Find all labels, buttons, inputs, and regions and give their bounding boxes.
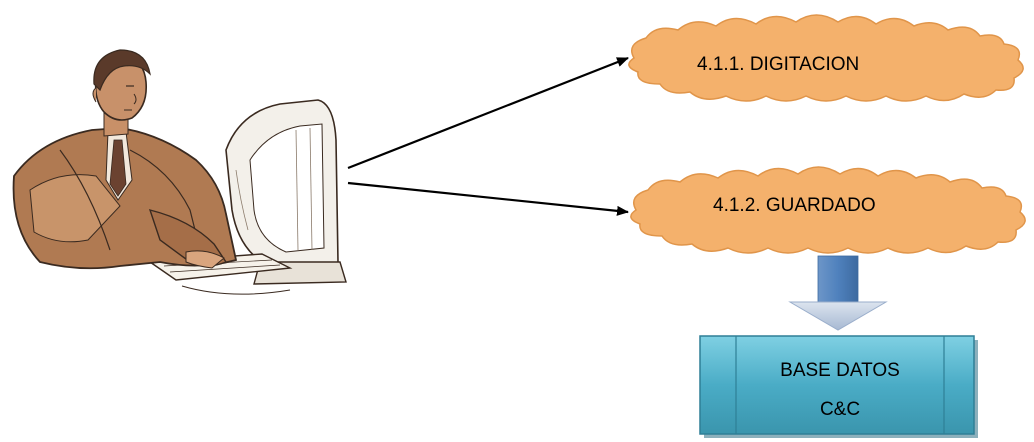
database-box: BASE DATOS C&C [699,335,978,438]
person-at-computer-icon [12,49,347,295]
database-label-line2: C&C [820,399,860,420]
down-arrow-icon [788,255,888,331]
cloud-digitacion: 4.1.1. DIGITACION [628,14,1024,102]
cloud-digitacion-label: 4.1.1. DIGITACION [697,54,859,75]
arrow-to-guardado [347,181,629,216]
database-label-line1: BASE DATOS [780,360,900,381]
cloud-guardado-label: 4.1.2. GUARDADO [713,195,876,216]
cloud-guardado: 4.1.2. GUARDADO [630,166,1026,254]
arrow-to-digitacion [347,56,629,170]
